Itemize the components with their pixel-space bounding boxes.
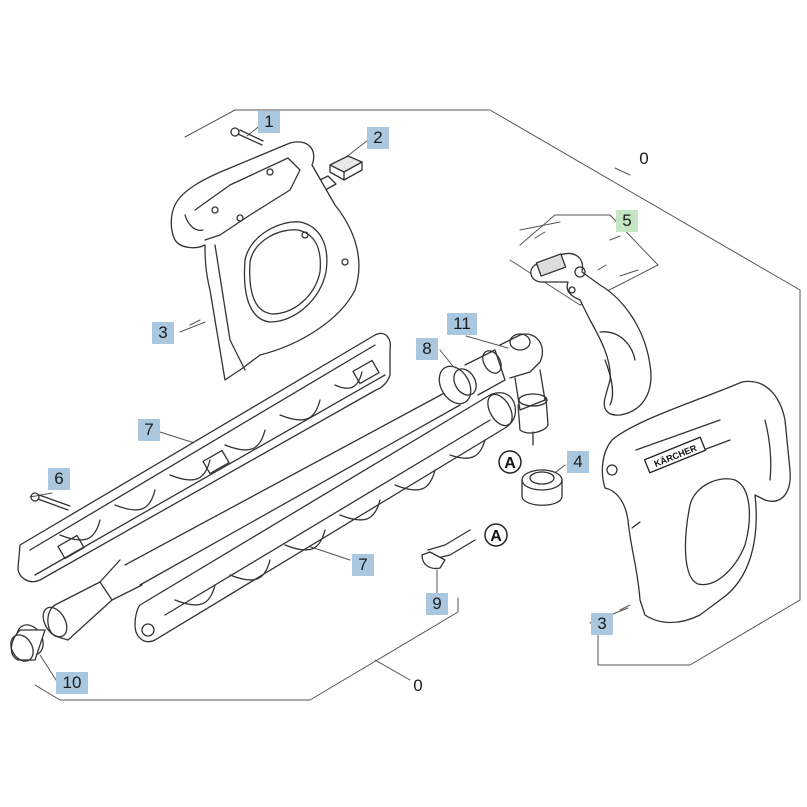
connector-marker-upper: A xyxy=(498,450,522,474)
callout-10: 10 xyxy=(56,672,88,694)
callout-4: 4 xyxy=(567,451,589,473)
part-trigger-clip xyxy=(309,155,363,195)
part-handle-right-karcher: KÄRCHER xyxy=(601,380,791,624)
callout-8: 8 xyxy=(416,338,438,360)
part-tube-cover-upper xyxy=(17,332,391,583)
part-retaining-clip xyxy=(421,529,476,570)
assembly-frame-lines xyxy=(34,109,801,701)
callout-6: 6 xyxy=(48,468,70,490)
callout-0-bottom: 0 xyxy=(413,676,423,695)
callout-7-bottom: 7 xyxy=(352,554,374,576)
callout-11: 11 xyxy=(447,313,477,335)
part-trigger-lever xyxy=(530,252,652,416)
callout-1: 1 xyxy=(258,111,280,133)
part-nut xyxy=(521,469,563,506)
part-screw-left xyxy=(30,492,71,511)
part-tube-cover-lower xyxy=(134,392,517,643)
connector-letter-upper: A xyxy=(504,455,516,472)
callout-2: 2 xyxy=(367,127,389,149)
callout-9: 9 xyxy=(426,593,448,615)
connector-marker-lower: A xyxy=(484,523,508,547)
callout-7-top: 7 xyxy=(138,419,160,441)
callout-3-left: 3 xyxy=(152,322,174,344)
part-lance-pipe xyxy=(10,333,549,662)
callout-5: 5 xyxy=(616,210,638,232)
part-screw-top xyxy=(230,127,264,146)
part-handle-half-left xyxy=(170,141,360,381)
part-dowel-pins xyxy=(189,319,631,611)
callout-3-right: 3 xyxy=(591,613,613,635)
callout-0-top: 0 xyxy=(639,149,649,168)
connector-letter-lower: A xyxy=(490,528,502,545)
